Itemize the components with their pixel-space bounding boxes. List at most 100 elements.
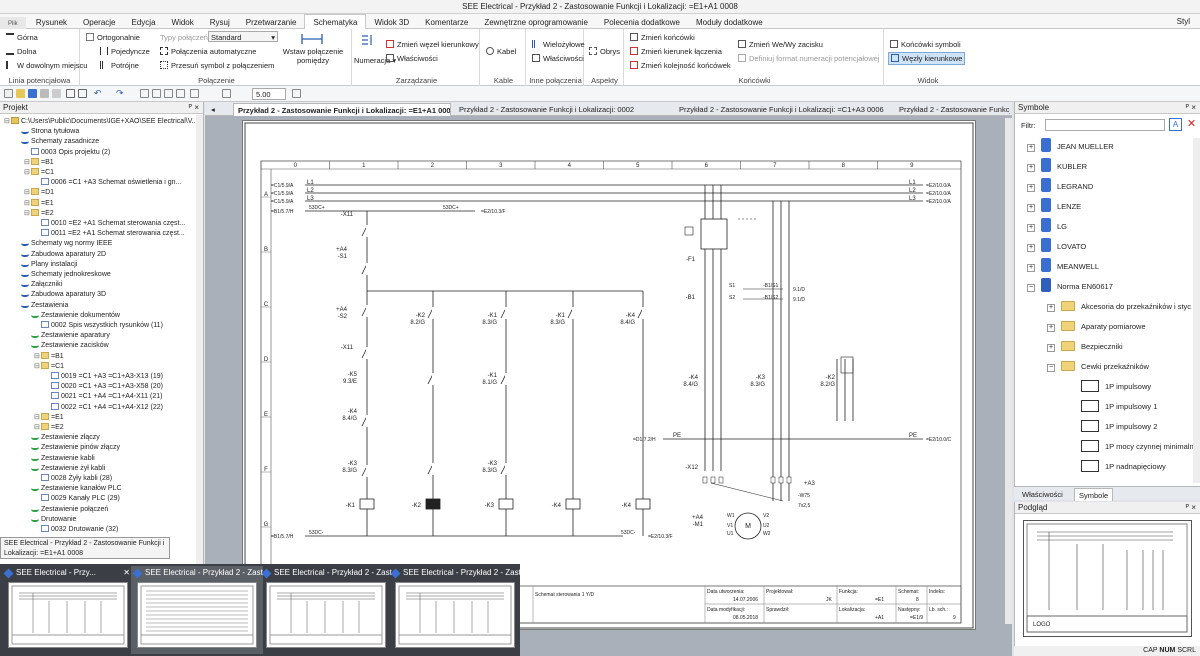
expand-icon[interactable]: + <box>1027 144 1035 152</box>
symbol-library-item[interactable]: +JEAN MUELLER <box>1027 138 1114 156</box>
menu-item-1[interactable]: Operacje <box>83 18 116 27</box>
expand-icon[interactable]: + <box>1027 204 1035 212</box>
menu-item-10[interactable]: Polecenia dodatkowe <box>603 18 680 27</box>
doc-tab-2[interactable]: Przykład 2 - Zastosowanie Funkcji i Loka… <box>675 103 888 116</box>
tree-item[interactable]: ⊟=C1 <box>24 168 54 178</box>
menu-item-11[interactable]: Moduły dodatkowe <box>695 18 763 27</box>
new-file-icon[interactable] <box>4 89 13 98</box>
tree-item[interactable]: Zestawienie kanałów PLC <box>24 484 122 494</box>
toolbar-extra-icon[interactable] <box>292 89 301 98</box>
tree-item[interactable]: 0002 Spis wszystkich rysunków (11) <box>34 321 163 331</box>
tree-item[interactable]: 0022 =C1 +A4 =C1+A4-X12 (22) <box>44 402 163 413</box>
menu-item-9[interactable]: Zewnętrzne oprogramowanie <box>484 18 588 27</box>
symbol-item[interactable]: 1P mocy czynnej minimalne <box>1081 438 1198 456</box>
tree-item[interactable]: Załączniki <box>14 280 62 290</box>
pojedyncze-button[interactable]: Pojedyncze <box>100 46 150 57</box>
tree-item[interactable]: 0020 =C1 +A3 =C1+A3-X58 (20) <box>44 382 163 392</box>
tree-item[interactable]: Drutowanie <box>24 515 76 525</box>
menu-item-4[interactable]: Rysuj <box>209 18 230 27</box>
linia-gorna-button[interactable]: Górna <box>6 32 38 43</box>
menu-item-3[interactable]: Widok <box>171 18 194 27</box>
zmien-we-wy-button[interactable]: Zmień We/Wy zacisku <box>738 39 823 50</box>
expand-icon[interactable]: + <box>1027 224 1035 232</box>
wielozylowe-button[interactable]: Wielożyłowe <box>532 39 585 50</box>
tree-expander-icon[interactable]: ⊟ <box>24 199 30 207</box>
tree-item[interactable]: 0032 Drutowanie (32) <box>34 525 118 535</box>
tree-item[interactable]: ⊟=E2 <box>24 208 54 219</box>
expand-icon[interactable]: + <box>1027 244 1035 252</box>
tree-item[interactable]: Zabudowa aparatury 2D <box>14 250 106 260</box>
panel-tab-1[interactable]: Symbole <box>1074 488 1114 501</box>
tree-item[interactable]: Zestawienie połączeń <box>24 505 108 515</box>
linia-dowolne-button[interactable]: W dowolnym miejscu <box>6 60 87 71</box>
koncowki-symboli-toggle[interactable]: Końcówki symboli <box>890 39 961 50</box>
zmien-kierunek-button[interactable]: Zmień kierunek łączenia <box>630 46 722 57</box>
tree-item[interactable]: ⊟=C1 <box>34 361 64 372</box>
tree-item[interactable]: Zestawienia <box>14 301 68 311</box>
panel-tab-0[interactable]: Właściwości <box>1022 490 1063 499</box>
tree-item[interactable]: Schematy wg normy IEEE <box>14 239 112 249</box>
symbol-folder-item[interactable]: +Bezpieczniki <box>1047 338 1123 356</box>
symbol-library-item[interactable]: +LEGRAND <box>1027 178 1093 196</box>
definiuj-format-button[interactable]: Definiuj format numeracji potencjałowej <box>738 53 879 64</box>
tree-item[interactable]: Strona tytułowa <box>14 127 79 137</box>
zoom-window-icon[interactable] <box>164 89 173 98</box>
expand-icon[interactable]: + <box>1047 344 1055 352</box>
menu-item-5[interactable]: Przetwarzanie <box>245 18 297 27</box>
kabel-button[interactable]: Kabel <box>486 46 516 57</box>
tree-item[interactable]: 0019 =C1 +A3 =C1+A3-X13 (19) <box>44 372 163 382</box>
project-scrollbar[interactable] <box>196 115 203 565</box>
undo-icon[interactable]: ↶ <box>94 88 102 98</box>
zmien-wezel-button[interactable]: Zmień węzeł kierunkowy <box>386 39 479 50</box>
tree-item[interactable]: ⊟C:\Users\Public\Documents\IGE+XAO\SEE E… <box>4 117 196 127</box>
tree-item[interactable]: 0028 Żyły kabli (28) <box>34 474 112 484</box>
numeracja-button[interactable]: Numeracja ▾ <box>354 56 397 65</box>
menu-item-7[interactable]: Widok 3D <box>374 18 410 27</box>
zoom-all-icon[interactable] <box>176 89 185 98</box>
doc-tab-0[interactable]: Przykład 2 - Zastosowanie Funkcji i Loka… <box>233 103 451 116</box>
tree-item[interactable]: Schematy zasadnicze <box>14 137 99 147</box>
filter-clear-icon[interactable]: ✕ <box>1186 118 1197 130</box>
zoom-in-icon[interactable] <box>140 89 149 98</box>
symbol-library-item[interactable]: +MEANWELL <box>1027 258 1099 276</box>
tree-expander-icon[interactable]: ⊟ <box>34 362 40 370</box>
symbol-folder-item[interactable]: −Cewki przekaźników <box>1047 358 1149 376</box>
taskbar-thumbnail[interactable]: SEE Electrical - Przykład 2 - Zast... <box>131 566 263 654</box>
wstaw-polaczenie-button[interactable]: Wstaw połączenie pomiędzy <box>282 47 344 65</box>
tree-item[interactable]: Zestawienie złączy <box>24 433 100 443</box>
tree-item[interactable]: Zestawienie żył kabli <box>24 464 105 474</box>
tree-expander-icon[interactable]: ⊟ <box>34 413 40 421</box>
tree-item[interactable]: 0029 Kanały PLC (29) <box>34 494 120 504</box>
tree-item[interactable]: ⊟=E2 <box>34 423 64 433</box>
symbol-item[interactable]: 1P nadnapięciowy <box>1081 458 1166 476</box>
print-icon[interactable] <box>40 89 49 98</box>
taskbar-thumbnail[interactable]: SEE Electrical - Przy...✕ <box>2 566 134 654</box>
tree-item[interactable]: Zestawienie aparatury <box>24 331 110 341</box>
symbol-item[interactable]: 1P impulsowy 2 <box>1081 418 1157 436</box>
menu-item-8[interactable]: Komentarze <box>425 18 469 27</box>
zoom-select[interactable]: 5.00 <box>252 88 286 100</box>
tree-item[interactable]: Zestawienie pinów złączy <box>24 443 120 453</box>
expand-icon[interactable]: + <box>1047 304 1055 312</box>
pan-icon[interactable] <box>190 89 199 98</box>
vertical-scrollbar[interactable] <box>1005 118 1012 624</box>
symbol-item[interactable]: 1P impulsowy <box>1081 378 1151 396</box>
pin-icon[interactable]: ᴾ × <box>1185 503 1196 512</box>
typy-polaczen-select[interactable]: Standard▾ <box>208 31 278 42</box>
przesun-symbol-button[interactable]: Przesuń symbol z połączeniem <box>160 60 274 71</box>
tree-expander-icon[interactable]: ⊟ <box>34 352 40 360</box>
ortogonalnie-toggle[interactable]: Ortogonalnie <box>86 32 140 43</box>
close-icon[interactable]: ✕ <box>123 568 130 577</box>
tree-item[interactable]: Zestawienie zacisków <box>24 341 109 351</box>
inne-wlasciwosci-button[interactable]: Właściwości <box>532 53 584 64</box>
open-folder-icon[interactable] <box>16 89 25 98</box>
taskbar-thumbnail[interactable]: SEE Electrical - Przykład 2 - Zast... <box>389 566 521 654</box>
tree-item[interactable]: Zestawienie kabli <box>24 454 95 464</box>
filter-input[interactable] <box>1045 119 1165 131</box>
tree-item[interactable]: Zabudowa aparatury 3D <box>14 290 106 300</box>
tabs-scroll-left-icon[interactable]: ◂ <box>211 105 215 114</box>
collapse-icon[interactable]: − <box>1027 284 1035 292</box>
expand-icon[interactable]: + <box>1027 164 1035 172</box>
redo-icon[interactable]: ↷ <box>116 88 124 98</box>
